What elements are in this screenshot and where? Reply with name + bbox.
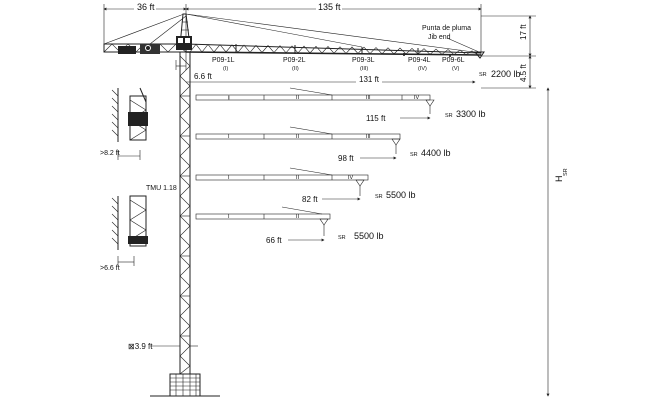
tower-mast (150, 52, 220, 397)
section-roman-4: (IV) (418, 66, 427, 72)
counter-jib-dimension: 36 ft (137, 2, 155, 12)
config-2-mark-3: III (366, 95, 371, 101)
mast-offset-dimension (175, 60, 187, 70)
config-2-mark-2: II (296, 95, 300, 101)
section-code-4: P09-4L (408, 57, 431, 64)
config-1-sr: SR (479, 72, 487, 78)
section-code-2: P09-2L (283, 57, 306, 64)
top-dimension-lines (103, 2, 482, 60)
section-roman-3: (III) (360, 66, 368, 72)
config-4-mark-2: II (296, 175, 300, 181)
jib-length-dimension: 135 ft (318, 2, 341, 12)
right-dimension-lines (481, 15, 550, 397)
mast-section-label: ⊠3.9 ft (128, 342, 153, 351)
reach-line-131 (186, 75, 476, 84)
config-2-mark-1: I (228, 95, 230, 101)
tower-head (103, 13, 482, 54)
jib-config-66 (195, 206, 331, 242)
jib-config-82 (195, 167, 369, 201)
tmu-label: TMU 1.18 (146, 185, 177, 192)
config-3-load: 4400 lb (421, 148, 451, 158)
jib-end-label-en: Jib end (428, 34, 451, 41)
config-4-mark-1: I (228, 175, 230, 181)
config-3-reach: 98 ft (338, 154, 354, 163)
config-3-sr: SR (410, 152, 418, 158)
jib-config-115 (195, 87, 435, 120)
jib-end-label-es: Punta de pluma (422, 25, 471, 32)
config-3-mark-3: III (366, 134, 371, 140)
config-5-reach: 66 ft (266, 236, 282, 245)
config-4-sr: SR (375, 194, 383, 200)
config-2-mark-4: IV (414, 95, 420, 101)
jib (185, 43, 482, 57)
config-4-load: 5500 lb (386, 190, 416, 200)
config-4-reach: 82 ft (302, 195, 318, 204)
config-5-mark-1: I (228, 214, 230, 220)
config-5-mark-2: II (296, 214, 300, 220)
tip-height-dimension: 17 ft (519, 24, 528, 40)
jib-config-98 (195, 126, 401, 160)
height-under-hook-label: H SR (554, 168, 569, 182)
wall-clearance-top-label: >8.2 ft (100, 150, 120, 157)
wall-tie-detail-bottom (111, 195, 148, 266)
config-2-load: 3300 lb (456, 109, 486, 119)
wall-tie-detail-top (111, 87, 148, 160)
config-1-load: 2200 lb (491, 69, 521, 79)
reach-131-label: 131 ft (359, 75, 380, 84)
section-code-1: P09-1L (212, 57, 235, 64)
config-2-reach: 115 ft (366, 114, 386, 123)
hook-drop-dimension: 4.5 ft (519, 63, 528, 82)
section-code-3: P09-3L (352, 57, 375, 64)
svg-text:SR: SR (563, 168, 569, 176)
section-roman-1: (I) (223, 66, 228, 72)
jib-end (446, 37, 485, 59)
config-5-sr: SR (338, 235, 346, 241)
section-roman-2: (II) (292, 66, 299, 72)
config-3-mark-2: II (296, 134, 300, 140)
config-3-mark-1: I (228, 134, 230, 140)
config-2-sr: SR (445, 113, 453, 119)
config-5-load: 5500 lb (354, 231, 384, 241)
section-roman-5: (V) (452, 66, 460, 72)
section-code-5: P09-6L (442, 57, 465, 64)
svg-text:H: H (554, 176, 564, 183)
counter-jib (103, 43, 187, 54)
wall-clearance-bottom-label: >6.6 ft (100, 265, 120, 272)
config-4-mark-4: IV (348, 175, 354, 181)
mast-offset-label: 6.6 ft (194, 72, 213, 81)
